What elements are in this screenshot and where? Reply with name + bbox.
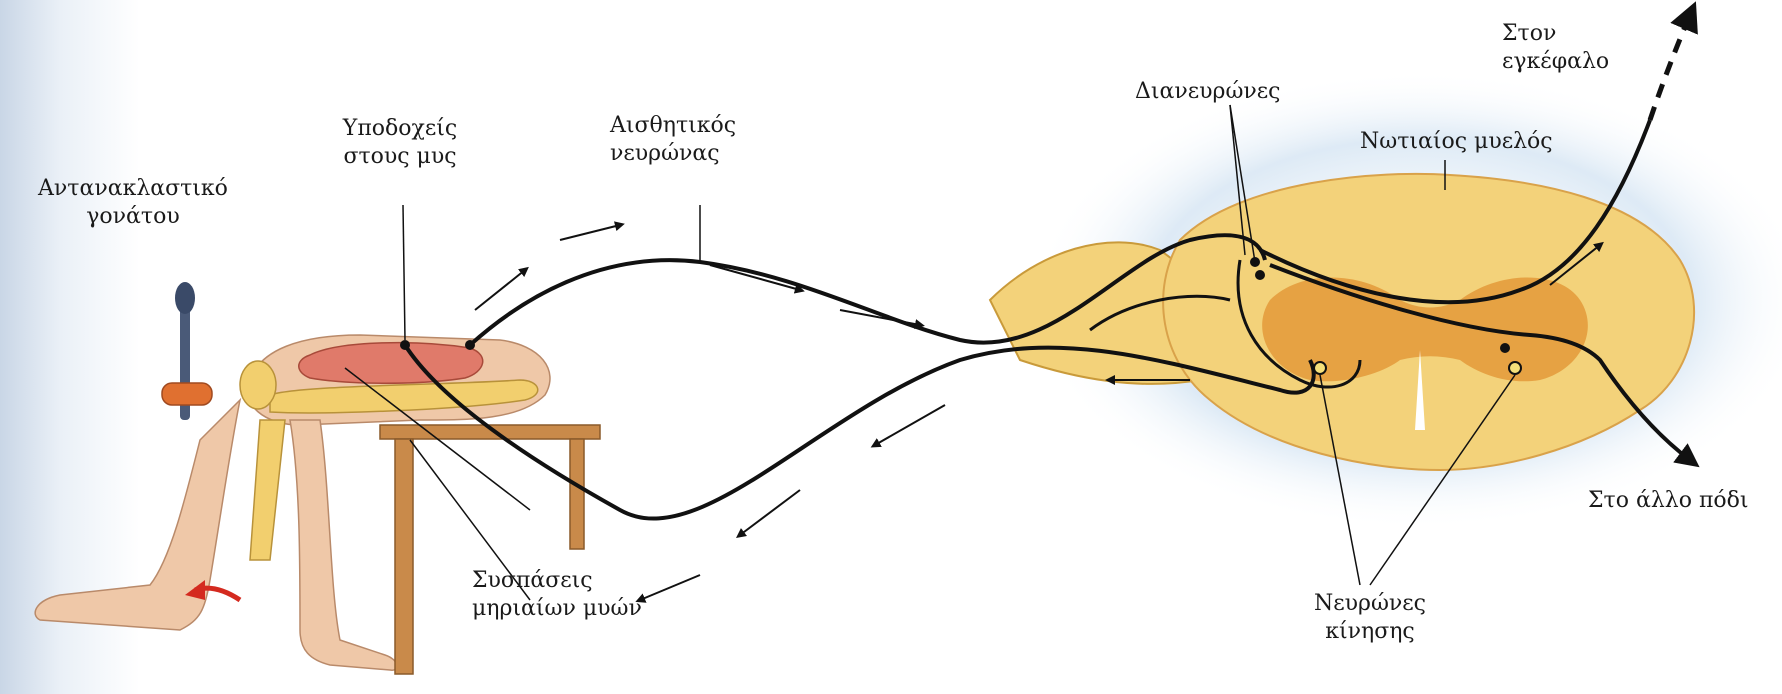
label-muscle-contractions-line2: μηριαίων μυών: [472, 595, 642, 623]
synapse-dot: [1500, 343, 1510, 353]
label-to-brain-line2: εγκέφαλο: [1502, 48, 1609, 76]
label-knee-reflex: Αντανακλαστικό γονάτου: [18, 175, 248, 231]
label-muscle-receptors-line2: στους μυς: [300, 143, 500, 171]
label-to-brain: Στον εγκέφαλο: [1502, 20, 1609, 76]
lower-leg-front: [35, 400, 240, 630]
tibia: [250, 420, 285, 560]
table-leg-back: [570, 439, 584, 549]
motor-neuron-body-right: [1509, 362, 1521, 374]
label-muscle-receptors: Υποδοχείς στους μυς: [300, 115, 500, 171]
label-muscle-contractions: Συσπάσεις μηριαίων μυών: [472, 567, 642, 623]
label-sensory-neuron: Αισθητικός νευρώνας: [610, 112, 736, 168]
label-sensory-neuron-line2: νευρώνας: [610, 140, 736, 168]
label-muscle-receptors-line1: Υποδοχείς: [300, 115, 500, 143]
label-motor-neurons-line2: κίνησης: [1270, 618, 1470, 646]
receptor-dot: [465, 340, 475, 350]
label-knee-reflex-line2: γονάτου: [18, 203, 248, 231]
to-brain-dashed-arrow: [1650, 15, 1690, 120]
lower-leg-back: [290, 420, 397, 670]
label-other-leg: Στο άλλο πόδι: [1588, 487, 1749, 515]
motor-neuron-body-left: [1314, 362, 1326, 374]
quadriceps-muscle: [299, 343, 483, 384]
label-spinal-cord: Νωτιαίος μυελός: [1360, 128, 1553, 156]
label-motor-neurons-line1: Νευρώνες: [1270, 590, 1470, 618]
label-muscle-contractions-line1: Συσπάσεις: [472, 567, 642, 595]
synapse-dot: [1255, 270, 1265, 280]
label-motor-neurons: Νευρώνες κίνησης: [1270, 590, 1470, 646]
label-interneurons: Διανευρώνες: [1135, 78, 1280, 106]
label-sensory-neuron-line1: Αισθητικός: [610, 112, 736, 140]
label-to-brain-line1: Στον: [1502, 20, 1609, 48]
kneecap: [240, 361, 276, 409]
reflex-hammer-icon: [162, 282, 212, 420]
label-knee-reflex-line1: Αντανακλαστικό: [18, 175, 248, 203]
receptor-dot: [400, 340, 410, 350]
table-leg: [395, 439, 413, 674]
